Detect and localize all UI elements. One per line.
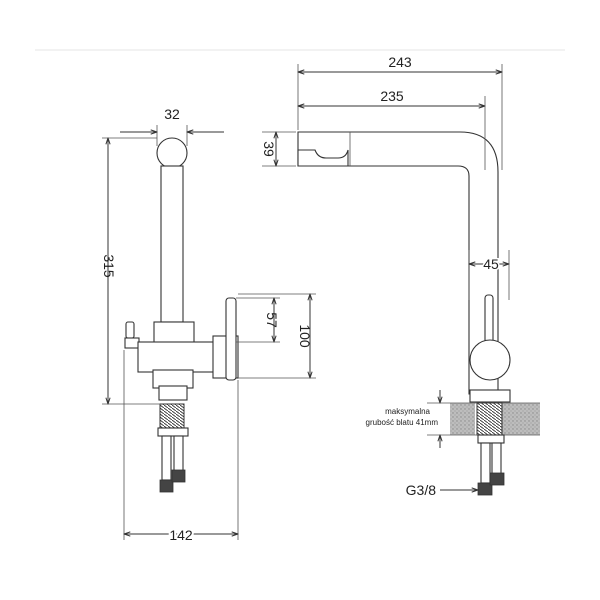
dim-top-width: 32 [164, 106, 180, 122]
front-nut [157, 427, 189, 437]
dim-body-diameter: 45 [483, 256, 499, 272]
front-left-lever-base [124, 337, 140, 349]
side-hose-right-end [489, 472, 505, 486]
countertop-note-line2: grubość blatu 41mm [366, 418, 439, 427]
side-spray-head [297, 149, 349, 167]
countertop-right [502, 403, 540, 435]
front-thread [159, 403, 185, 429]
front-hose-left [161, 435, 172, 481]
side-thread [476, 402, 503, 436]
front-spout-cap [156, 137, 188, 169]
front-body-foot [158, 385, 188, 401]
front-column [160, 165, 184, 323]
dim-spout-height: 39 [261, 141, 277, 157]
front-view: 32 315 57 100 142 [101, 106, 316, 545]
front-hose-right-end [171, 469, 186, 483]
side-hose-right [491, 442, 502, 476]
side-body-knob [469, 339, 511, 381]
connection-thread-label: G3/8 [406, 482, 437, 498]
side-base [469, 389, 511, 403]
countertop-left [450, 403, 475, 435]
dim-reach-spout: 235 [380, 88, 404, 104]
front-body-base [152, 369, 194, 389]
dim-handle-height: 57 [264, 312, 280, 328]
side-view: maksymalna grubość blatu 41mm 243 235 39… [261, 52, 540, 498]
side-hose-left [480, 442, 491, 484]
front-handle [225, 297, 237, 381]
side-lever [484, 294, 494, 344]
front-hose-left-end [159, 479, 174, 493]
dim-reach-total: 243 [388, 54, 412, 70]
side-spout [297, 131, 499, 395]
front-left-lever [125, 321, 135, 339]
dim-body-height: 100 [297, 324, 313, 348]
dim-base-width: 142 [169, 527, 193, 543]
front-body-upper [153, 321, 195, 345]
countertop-note-line1: maksymalna [385, 407, 430, 416]
dim-height: 315 [101, 254, 117, 278]
